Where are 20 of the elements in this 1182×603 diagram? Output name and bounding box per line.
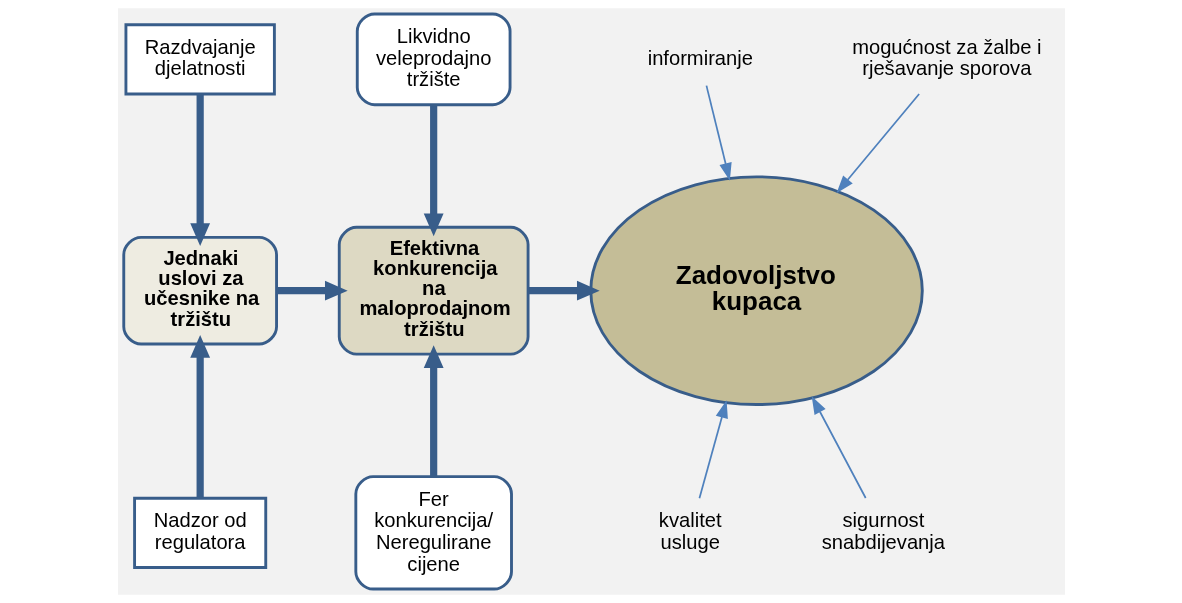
node-box: Likvidno veleprodajno tržište [355, 12, 511, 107]
node-box: Nadzor od regulatora [132, 496, 267, 569]
arrow [189, 94, 210, 246]
node-box: Fer konkurencija/ Neregulirane cijene [353, 475, 513, 591]
node-text: informiranje [647, 46, 753, 69]
node-box: Efektivna konkurencija na maloprodajnom tržištu [337, 225, 530, 356]
arrow [189, 335, 210, 498]
arrow [423, 345, 444, 477]
node-box: Razdvajanje djelatnosti [124, 23, 276, 96]
arrow [527, 280, 600, 301]
node-text: sigurnost snabdijevanja [821, 509, 945, 553]
arrow [836, 93, 920, 194]
node-text: kvalitet usluge [658, 509, 722, 553]
node-box: Jednaki uslovi za učesnike na tržištu [121, 235, 278, 346]
arrow [698, 400, 728, 500]
arrow [276, 280, 348, 301]
arrow [811, 396, 867, 499]
arrow [423, 104, 444, 237]
node-text: mogućnost za žalbe i rješavanje sporova [851, 35, 1041, 80]
arrow [705, 84, 732, 181]
